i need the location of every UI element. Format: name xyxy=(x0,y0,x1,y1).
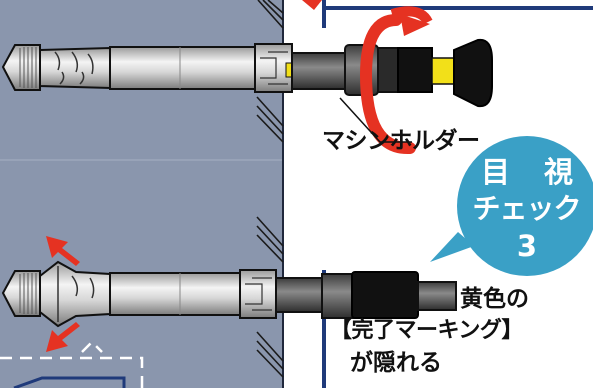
sleeve-slits-top xyxy=(54,51,94,85)
red-marker-corner xyxy=(302,0,322,10)
machine-holder-body-bottom xyxy=(351,271,419,319)
machine-holder-collar-bottom xyxy=(321,273,355,319)
rotation-arrow xyxy=(359,6,433,154)
bolt-body-bottom xyxy=(109,272,261,316)
machine-holder-band-top xyxy=(397,47,433,93)
holder-leader-line xyxy=(339,97,412,143)
dashed-outline xyxy=(0,340,144,388)
badge-line-visual: 目 視 xyxy=(480,155,586,189)
drill-chuck-top xyxy=(453,38,493,108)
anchor-top xyxy=(1,6,493,154)
anchor-bottom xyxy=(1,260,457,328)
nut-top xyxy=(254,43,293,93)
badge-line-number: 3 xyxy=(516,229,538,263)
wall-hatch-marks xyxy=(256,0,284,378)
nut-bottom xyxy=(239,269,277,319)
expansion-arrows xyxy=(46,236,80,352)
visual-check-badge xyxy=(430,136,593,276)
tip-thread-bottom xyxy=(19,273,37,314)
machine-holder-tail-bottom xyxy=(417,281,457,311)
bolt-body-top xyxy=(109,46,261,90)
machine-holder-shaft-bottom xyxy=(275,277,327,313)
yellow-label: 黄色の xyxy=(460,286,529,312)
badge-line-check: チェック xyxy=(472,192,581,225)
tip-thread-top xyxy=(19,47,37,88)
outline-bracket xyxy=(13,376,126,388)
machine-holder-label: マシンホルダー xyxy=(322,128,480,154)
completion-marking-label: 【完了マーキング】 xyxy=(330,318,523,343)
hidden-label: が隠れる xyxy=(350,350,442,376)
sleeve-top xyxy=(39,46,111,90)
machine-holder-shaft-top xyxy=(291,52,353,90)
yellow-marking-holder xyxy=(431,57,455,85)
